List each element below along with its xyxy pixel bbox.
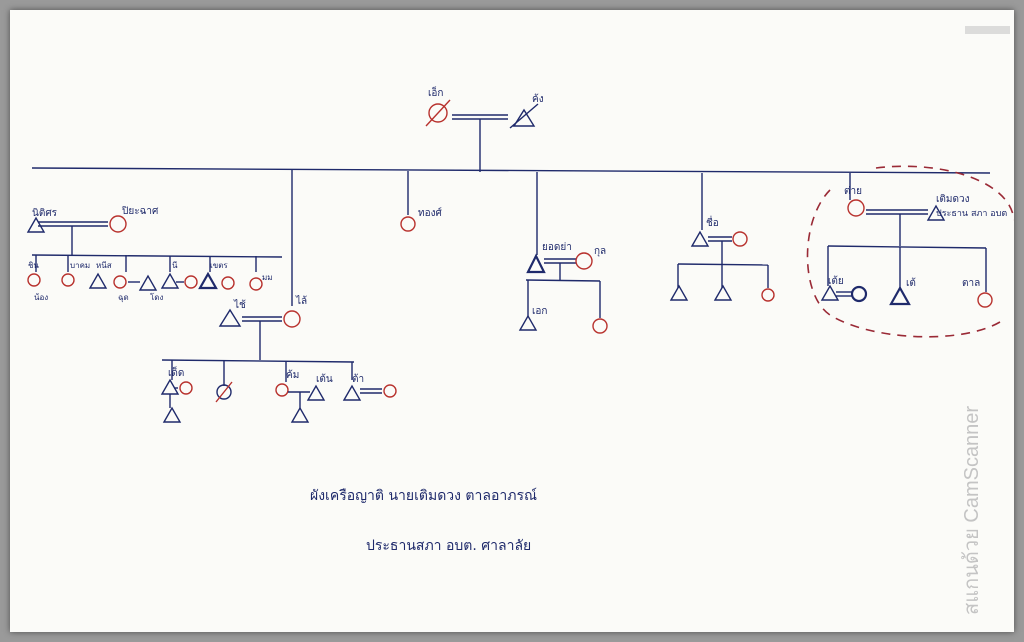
- grandchild-male: [162, 406, 182, 423]
- child-male: [138, 274, 158, 291]
- label-b1-child: ฉุด: [118, 293, 129, 302]
- branch2-male: [218, 308, 242, 327]
- label-branch5-left: ชื่อ: [706, 215, 719, 229]
- child-male: [198, 271, 218, 290]
- child-male: [820, 284, 840, 301]
- branch1-female: [109, 215, 127, 233]
- branch1-male: [26, 216, 46, 233]
- child-female: [383, 384, 397, 398]
- child-male: [160, 272, 180, 289]
- branch4-male: [526, 253, 546, 274]
- branch2-female: [283, 310, 301, 328]
- child-male: [518, 314, 538, 331]
- family-tree-diagram: เอ็ก ค้ง นิติศร ปิยะฉาศ ชิน น้อง บาคม หน…: [26, 26, 1014, 554]
- label-b6-child: เต้: [906, 277, 916, 289]
- label-founder-left: เอ็ก: [428, 85, 443, 99]
- child-male: [669, 284, 689, 301]
- branch5-female: [732, 231, 748, 247]
- branch6-female: [847, 199, 865, 217]
- camscanner-watermark: สแกนด้วย CamScanner: [961, 406, 983, 615]
- label-b2-child: ค้ม: [286, 369, 299, 381]
- child-male: [342, 384, 362, 401]
- label-b1-child-spouse: น้อง: [34, 293, 48, 302]
- child-male: [889, 285, 911, 306]
- child-female: [275, 383, 289, 397]
- caption-title: ผังเครือญาติ นายเติมดวง ตาลอาภรณ์: [310, 487, 537, 504]
- child-female: [592, 318, 608, 334]
- child-male: [88, 272, 108, 289]
- label-b1-child: นี: [172, 261, 178, 270]
- label-b1-child: มม: [262, 273, 273, 282]
- sibling-line: [161, 359, 355, 363]
- deceased-slash: [509, 103, 539, 129]
- watermark-text: สแกนด้วย CamScanner: [961, 406, 983, 615]
- child-female: [221, 276, 235, 290]
- label-b1-child: ชิน: [28, 261, 39, 270]
- label-b1-child-spouse: โดง: [150, 292, 163, 302]
- label-b4-child: เอก: [532, 306, 547, 317]
- label-branch2-left: ไช้: [233, 299, 246, 311]
- label-branch1-left: นิติศร: [32, 208, 58, 219]
- sibling-line: [31, 167, 991, 174]
- label-b2-child: เต้น: [316, 373, 333, 385]
- child-female: [977, 292, 993, 308]
- child-female: [27, 273, 41, 287]
- child-female: [761, 288, 775, 302]
- label-founder-right: ค้ง: [532, 93, 544, 105]
- label-branch2-right: ไล้: [295, 295, 307, 307]
- sibling-line: [827, 245, 987, 249]
- label-b2-child: เด็ด: [168, 365, 184, 379]
- label-branch4-left: ยอดย่า: [542, 242, 572, 253]
- label-b1-child-spouse: หนีส: [96, 261, 112, 270]
- founder-female-deceased: [428, 103, 448, 123]
- label-b1-child: บาคม: [70, 261, 90, 270]
- label-branch3: ทองศ์: [418, 207, 442, 219]
- branch6-male: [926, 204, 946, 221]
- child-female: [61, 273, 75, 287]
- sibling-line: [31, 254, 283, 258]
- label-branch6-right: เติมดวง: [936, 194, 970, 205]
- deceased-slash: [425, 99, 451, 127]
- highlight-dashed-circle: [806, 165, 1014, 338]
- child-male: [160, 378, 180, 395]
- sibling-line: [525, 279, 601, 282]
- label-b1-child: เขตร: [210, 261, 228, 270]
- child-male: [306, 384, 326, 401]
- label-b6-child: ตาล: [962, 278, 980, 289]
- branch5-male: [690, 230, 710, 247]
- label-branch1-right: ปิยะฉาศ: [121, 206, 159, 217]
- label-branch6-left: ต่าย: [844, 186, 862, 197]
- child-deceased: [216, 384, 232, 400]
- sibling-line: [677, 263, 769, 266]
- founder-male-deceased: [512, 108, 536, 127]
- branch4-female: [575, 252, 593, 270]
- child-male: [713, 284, 733, 301]
- label-branch6-note: ประธาน สภา อบต: [936, 209, 1007, 219]
- label-b6-child: เต้ย: [828, 275, 844, 287]
- child-female: [179, 381, 193, 395]
- child-female: [113, 275, 127, 289]
- child-spouse: [850, 285, 868, 303]
- scanned-page: เอ็ก ค้ง นิติศร ปิยะฉาศ ชิน น้อง บาคม หน…: [10, 10, 1014, 632]
- branch3-female: [400, 216, 416, 232]
- child-female: [249, 277, 263, 291]
- label-branch4-right: กุล: [594, 246, 606, 257]
- label-b2-child: ต้า: [352, 373, 364, 385]
- caption-subtitle: ประธานสภา อบต. ศาลาลัย: [366, 538, 531, 554]
- child-female: [184, 275, 198, 289]
- grandchild-male: [290, 406, 310, 423]
